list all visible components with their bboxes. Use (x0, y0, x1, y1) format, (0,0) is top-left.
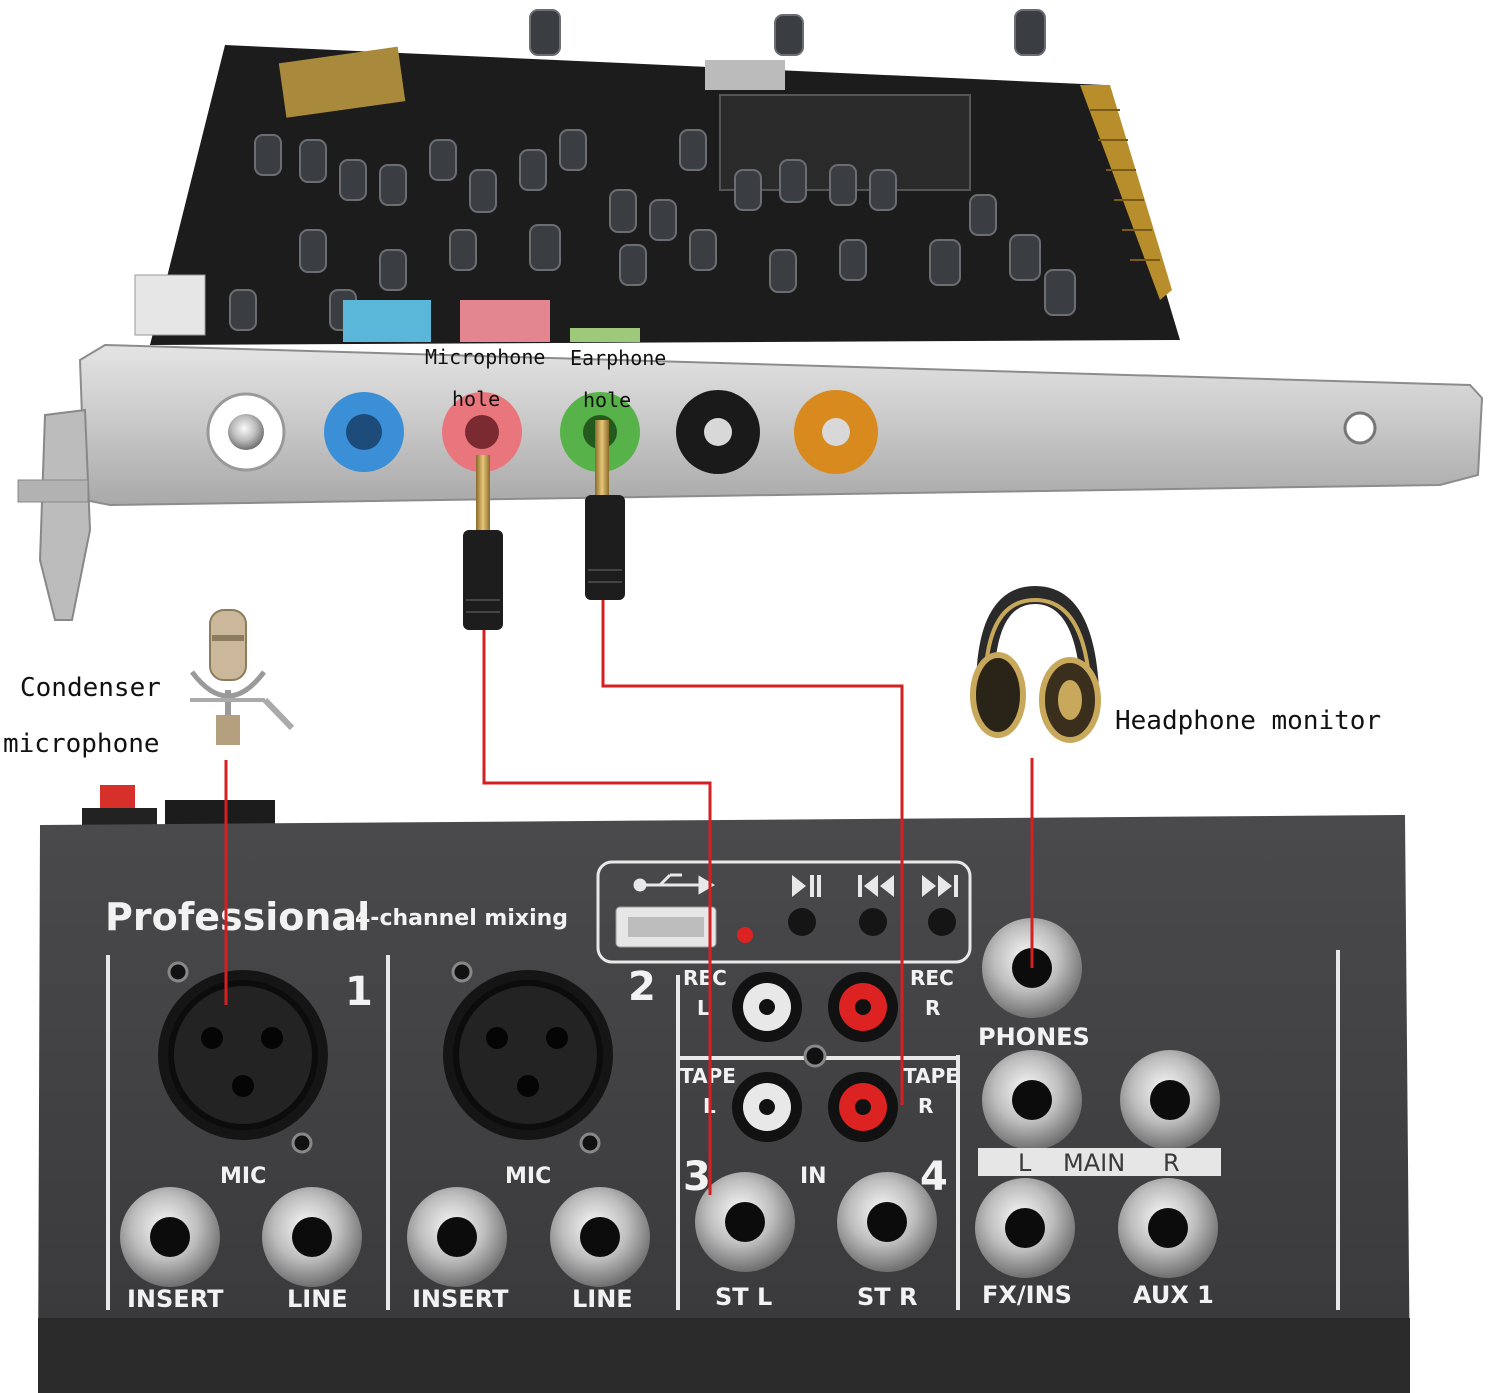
condenser-microphone-label-2: microphone (3, 729, 160, 759)
usb-icon (633, 873, 715, 895)
xlr-input-1[interactable] (158, 961, 328, 1154)
mic-2-label: MIC (505, 1164, 551, 1189)
rec-right-channel: R (925, 996, 940, 1020)
rca-rec-l[interactable] (732, 972, 802, 1042)
fx-ins-label: FX/INS (982, 1281, 1072, 1309)
led-indicator (737, 927, 753, 943)
st-l-label: ST L (715, 1283, 772, 1311)
channel-2-number: 2 (628, 964, 656, 1010)
xlr-input-2[interactable] (443, 961, 613, 1154)
line-1-jack[interactable] (262, 1187, 362, 1287)
rca-rec-r[interactable] (828, 972, 898, 1042)
previous-icon (858, 875, 894, 897)
insert-2-jack[interactable] (407, 1187, 507, 1287)
insert-1-label: INSERT (127, 1285, 224, 1313)
usb-port-slot (628, 917, 704, 937)
tape-left-label: TAPE (680, 1064, 736, 1088)
rca-center-screw (803, 1044, 827, 1068)
fx-ins-jack[interactable] (975, 1178, 1075, 1278)
rec-left-label: REC (683, 966, 727, 990)
next-button[interactable] (928, 908, 956, 936)
jack-blue (324, 392, 404, 472)
main-label-strip (978, 1148, 1221, 1176)
brand-big: Professional (105, 895, 370, 939)
bracket-foot (17, 479, 89, 503)
in-label: IN (800, 1164, 827, 1189)
bracket-tab (38, 408, 92, 621)
jack-white (206, 392, 286, 472)
line-1-label: LINE (287, 1285, 348, 1313)
mixer: Professional 4-channel mixing (38, 785, 1410, 1393)
aux-1-label: AUX 1 (1133, 1281, 1214, 1309)
previous-button[interactable] (859, 908, 887, 936)
earphone-hole-label-2: hole (583, 388, 632, 412)
cable-mic-hole-to-st-l (482, 630, 712, 1195)
mixer-top-base (82, 808, 157, 826)
next-icon (922, 875, 958, 897)
condenser-microphone-label: Condenser (20, 673, 161, 703)
line-2-jack[interactable] (550, 1187, 650, 1287)
plug-microphone (463, 455, 503, 630)
plug-earphone (585, 420, 625, 600)
rec-left-channel: L (697, 996, 710, 1020)
main-l-label: L (1018, 1149, 1032, 1177)
rca-tape-r[interactable] (828, 1072, 898, 1142)
play-pause-button[interactable] (788, 908, 816, 936)
transport-panel (596, 860, 972, 964)
phones-label: PHONES (978, 1023, 1090, 1051)
capacitors (229, 9, 1076, 331)
st-l-jack[interactable] (695, 1172, 795, 1272)
connection-lines (224, 600, 1034, 1195)
jack-orange (794, 390, 878, 474)
pci-pins (1090, 109, 1160, 261)
insert-2-label: INSERT (412, 1285, 509, 1313)
headphones-icon (970, 585, 1101, 743)
pcb-plug-pink (460, 300, 550, 342)
microphone-icon (190, 609, 295, 745)
insert-1-jack[interactable] (120, 1187, 220, 1287)
jack-black (676, 390, 760, 474)
line-2-label: LINE (572, 1285, 633, 1313)
headphone-monitor-label: Headphone monitor (1115, 706, 1382, 736)
brand-small: 4-channel mixing (355, 906, 568, 931)
earphone-hole-label: Earphone (570, 346, 667, 370)
sound-card (17, 9, 1484, 630)
aux-1-jack[interactable] (1118, 1178, 1218, 1278)
pcb-label (278, 46, 406, 118)
mixer-bottom-bar (38, 1318, 1410, 1393)
mixer-dividers (106, 950, 1340, 1310)
st-r-label: ST R (857, 1283, 918, 1311)
pcb-plug-green (570, 328, 640, 342)
pci-edge-connector (1080, 85, 1172, 300)
channel-1-number: 1 (345, 969, 373, 1015)
bracket-screw-hole (1343, 411, 1377, 445)
cable-earphone-to-tape-r (601, 600, 904, 1105)
main-l-jack[interactable] (982, 1050, 1082, 1150)
main-label: MAIN (1063, 1149, 1125, 1177)
rec-right-label: REC (910, 966, 954, 990)
tape-right-label: TAPE (903, 1064, 959, 1088)
main-r-label: R (1163, 1149, 1180, 1177)
mic-1-label: MIC (220, 1164, 266, 1189)
st-r-jack[interactable] (837, 1172, 937, 1272)
mixer-top-switch (165, 800, 275, 828)
tape-right-channel: R (918, 1094, 933, 1118)
microphone-hole-label-2: hole (452, 387, 501, 411)
metal-bracket (78, 343, 1484, 507)
microphone-hole-label: Microphone (425, 345, 546, 369)
rca-tape-l[interactable] (732, 1072, 802, 1142)
main-r-jack[interactable] (1120, 1050, 1220, 1150)
pcb-header (134, 274, 206, 336)
play-pause-icon (792, 875, 821, 897)
jack-pink-microphone (442, 392, 522, 472)
pcb-plug-blue (343, 300, 431, 342)
pcb-chip-small (705, 60, 785, 90)
